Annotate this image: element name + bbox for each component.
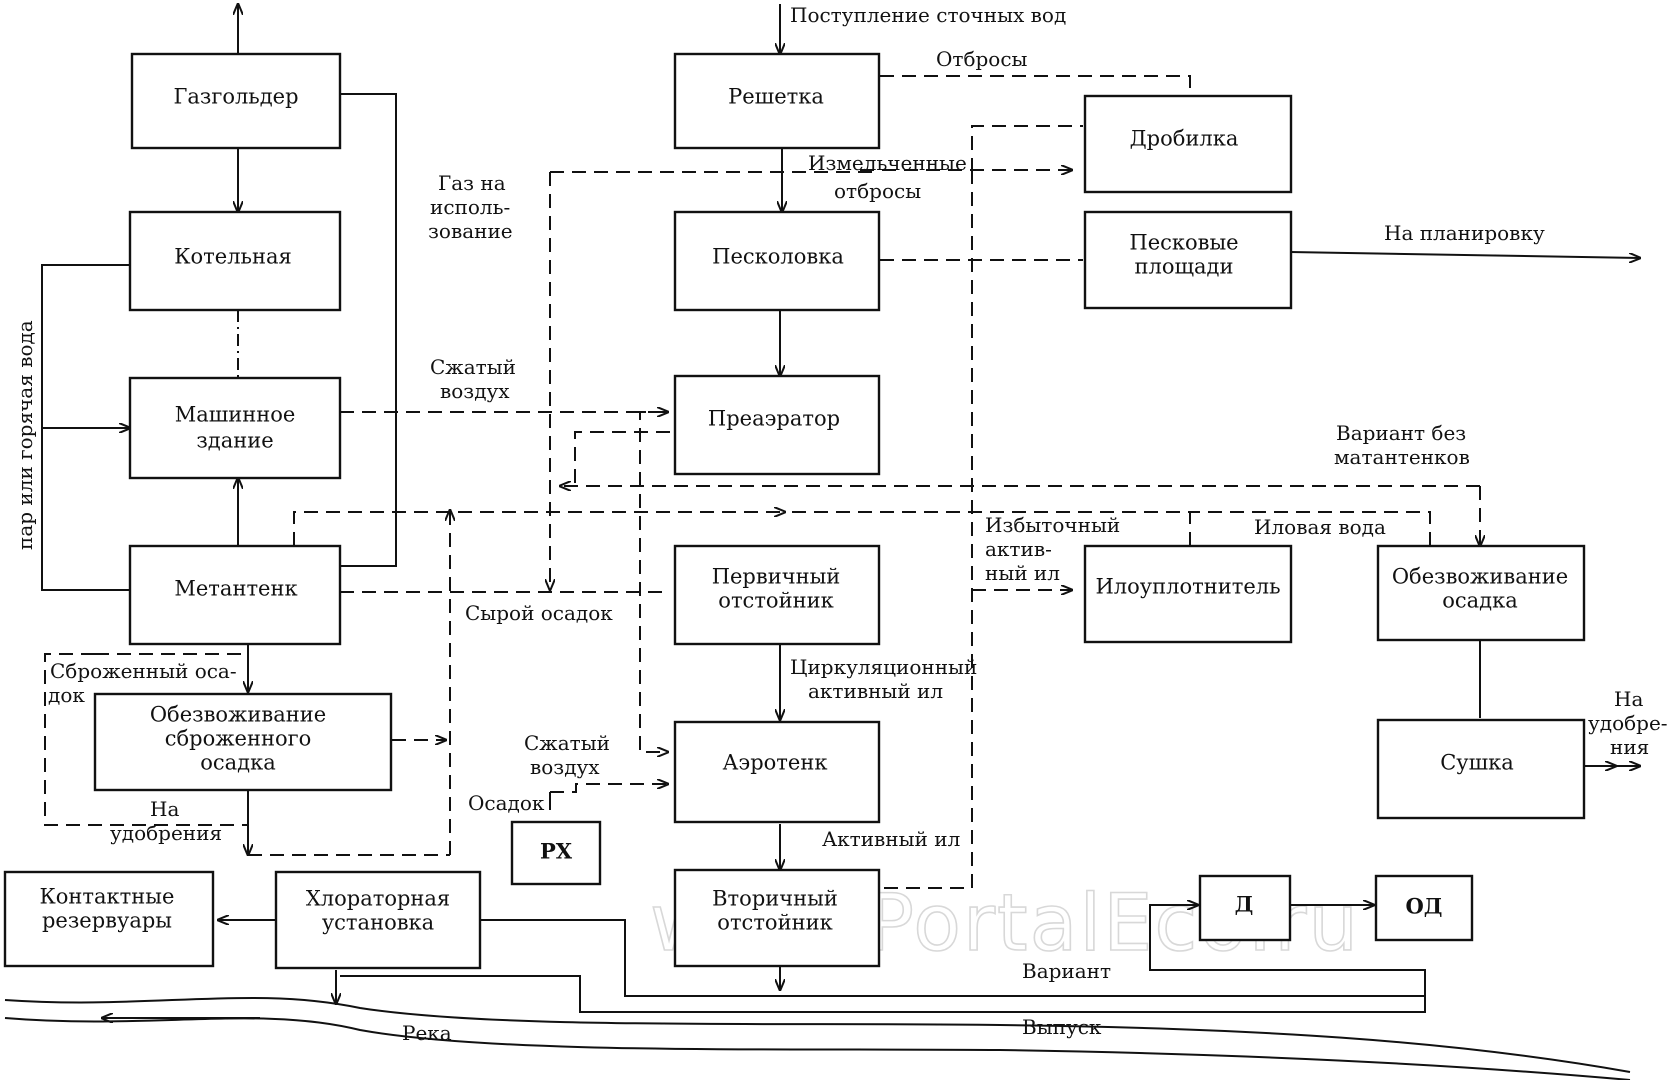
label-to-grading: На планировку <box>1384 221 1545 245</box>
solid-flows <box>41 4 1640 1013</box>
label-variant-no-digester: матантенков <box>1334 445 1470 469</box>
box-text: ОД <box>1406 894 1443 919</box>
label-excess-sludge: ный ил <box>985 561 1060 585</box>
secondary-clarifier-box: Вторичный отстойник <box>673 868 881 968</box>
label-compressed-air: Сжатый <box>430 355 516 379</box>
label-fertilizer: На <box>1614 687 1643 711</box>
sludge-dewatering-box: Обезвоживание осадка <box>1376 544 1586 642</box>
label-gas-use: Газ на <box>438 171 506 195</box>
label-fertilizer: удобрения <box>110 821 222 845</box>
label-sludge-water: Иловая вода <box>1254 515 1386 539</box>
label-excess-sludge: Избыточный <box>985 513 1120 537</box>
sludge-thickener-box: Илоуплотнитель <box>1083 544 1293 644</box>
contact-tanks-box: Контактные резервуары <box>3 870 215 968</box>
label-variant-no-digester: Вариант без <box>1336 421 1466 445</box>
box-text: Обезвоживание <box>150 703 326 727</box>
box-text: Машинное <box>175 403 296 427</box>
box-text: здание <box>196 429 273 453</box>
label-gas-use: зование <box>428 219 513 243</box>
label-gas-use: исполь- <box>430 195 510 219</box>
label-compressed-air: Сжатый <box>524 731 610 755</box>
label-circulating-sludge: Циркуляционный <box>790 655 977 679</box>
label-crushed: Измельченные <box>808 151 967 175</box>
box-text: сброженного <box>165 727 312 751</box>
label-sediment: Осадок <box>468 791 545 815</box>
label-screenings: Отбросы <box>936 47 1028 71</box>
label-compressed-air: воздух <box>530 755 600 779</box>
drying-box: Сушка <box>1376 718 1586 820</box>
box-text: Сушка <box>1440 751 1514 775</box>
primary-clarifier-box: Первичный отстойник <box>673 544 881 646</box>
label-circulating-sludge: активный ил <box>808 679 943 703</box>
box-text: Песковые <box>1129 231 1238 255</box>
rx-box: РХ <box>510 820 602 886</box>
digester-box: Метантенк <box>128 544 342 646</box>
box-text: осадка <box>200 751 276 775</box>
box-text: Решетка <box>728 85 824 109</box>
box-text: Дробилка <box>1130 127 1239 151</box>
dashed-flows <box>44 75 1480 889</box>
box-text: Преаэратор <box>708 407 840 431</box>
box-text: Илоуплотнитель <box>1095 575 1280 599</box>
sand-beds-box: Песковые площади <box>1083 210 1293 310</box>
label-digested: док <box>48 683 85 707</box>
screen-box: Решетка <box>673 52 881 150</box>
flow-labels: Поступление сточных вод Отбросы Измельче… <box>13 3 1668 1045</box>
label-steam: пар или горячая вода <box>13 320 37 550</box>
preaerator-box: Преаэратор <box>673 374 881 476</box>
box-text: Газгольдер <box>173 85 298 109</box>
label-fertilizer: удобре- <box>1588 711 1668 735</box>
chlorinator-box: Хлораторная установка <box>274 870 482 970</box>
box-text: площади <box>1135 255 1234 279</box>
d-box: Д <box>1198 874 1292 942</box>
label-crushed: отбросы <box>834 179 921 203</box>
label-variant: Вариант <box>1022 959 1111 983</box>
boiler-box: Котельная <box>128 210 342 312</box>
label-outlet: Выпуск <box>1022 1015 1102 1039</box>
label-inflow: Поступление сточных вод <box>790 3 1066 27</box>
box-text: отстойник <box>718 589 833 613</box>
label-excess-sludge: актив- <box>985 537 1052 561</box>
box-text: РХ <box>540 839 573 864</box>
box-text: Хлораторная <box>306 887 450 911</box>
aerotank-box: Аэротенк <box>673 720 881 824</box>
box-text: Д <box>1235 892 1254 917</box>
dashdot-flows <box>41 94 397 590</box>
box-text: Метантенк <box>174 577 297 601</box>
box-text: Вторичный <box>712 887 838 911</box>
box-text: Обезвоживание <box>1392 565 1568 589</box>
box-text: Контактные <box>40 885 175 909</box>
od-box: ОД <box>1374 874 1474 942</box>
box-text: установка <box>322 911 434 935</box>
label-activated-sludge: Активный ил <box>822 827 960 851</box>
box-text: резервуары <box>42 909 172 933</box>
label-fertilizer: На <box>150 797 179 821</box>
river <box>4 996 1631 1080</box>
machine-house-box: Машинное здание <box>128 376 342 480</box>
gasholder-box: Газгольдер <box>130 52 342 150</box>
label-raw-sludge: Сырой осадок <box>465 601 613 625</box>
grit-chamber-box: Песколовка <box>673 210 881 312</box>
label-compressed-air: воздух <box>440 379 510 403</box>
box-text: осадка <box>1442 589 1518 613</box>
label-digested: Сброженный оса- <box>50 659 237 683</box>
label-river: Река <box>402 1021 452 1045</box>
crusher-box: Дробилка <box>1083 94 1293 194</box>
box-text: Аэротенк <box>723 751 828 775</box>
box-text: Песколовка <box>712 245 844 269</box>
box-text: Котельная <box>174 245 291 269</box>
dewater-digested-box: Обезвоживание сброженного осадка <box>93 692 393 792</box>
box-text: Первичный <box>712 565 841 589</box>
label-fertilizer: ния <box>1610 735 1649 759</box>
box-text: отстойник <box>717 911 832 935</box>
